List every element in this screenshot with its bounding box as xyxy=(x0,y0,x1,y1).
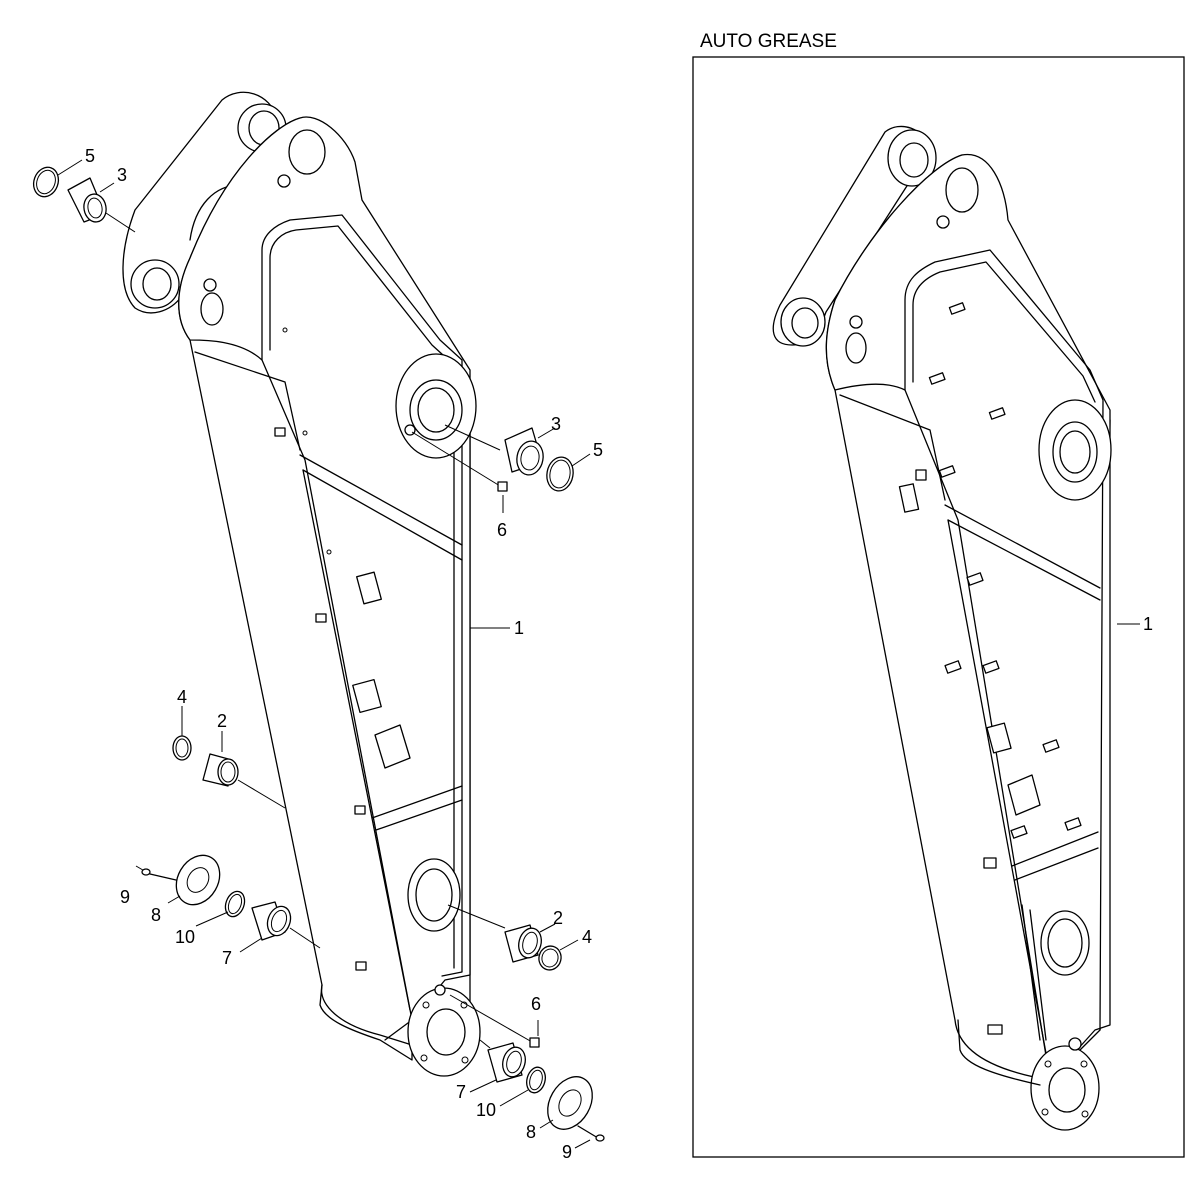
main-loose-parts xyxy=(32,159,605,1149)
inset-frame xyxy=(692,56,1185,1158)
callout-4: 4 xyxy=(177,687,187,707)
auto-grease-inset: AUTO GREASE xyxy=(692,31,1185,1158)
callout-9: 9 xyxy=(120,887,130,907)
main-callout-labels: 5 3 3 5 6 1 4 2 9 8 10 7 2 4 6 7 10 8 9 xyxy=(85,146,603,1162)
inset-callout-1: 1 xyxy=(1143,614,1153,634)
callout-2: 2 xyxy=(217,711,227,731)
callout-8: 8 xyxy=(526,1122,536,1142)
callout-7: 7 xyxy=(222,948,232,968)
callout-2: 2 xyxy=(553,908,563,928)
inset-boom-assembly xyxy=(772,125,1112,1131)
callout-5: 5 xyxy=(593,440,603,460)
inset-title: AUTO GREASE xyxy=(700,31,837,52)
callout-6: 6 xyxy=(497,520,507,540)
callout-4: 4 xyxy=(582,927,592,947)
callout-6: 6 xyxy=(531,994,541,1014)
callout-8: 8 xyxy=(151,905,161,925)
callout-1: 1 xyxy=(514,618,524,638)
callout-7: 7 xyxy=(456,1082,466,1102)
callout-10: 10 xyxy=(175,927,195,947)
main-boom-assembly xyxy=(122,91,481,1077)
callout-3: 3 xyxy=(551,414,561,434)
callout-10: 10 xyxy=(476,1100,496,1120)
callout-3: 3 xyxy=(117,165,127,185)
callout-9: 9 xyxy=(562,1142,572,1162)
callout-5: 5 xyxy=(85,146,95,166)
